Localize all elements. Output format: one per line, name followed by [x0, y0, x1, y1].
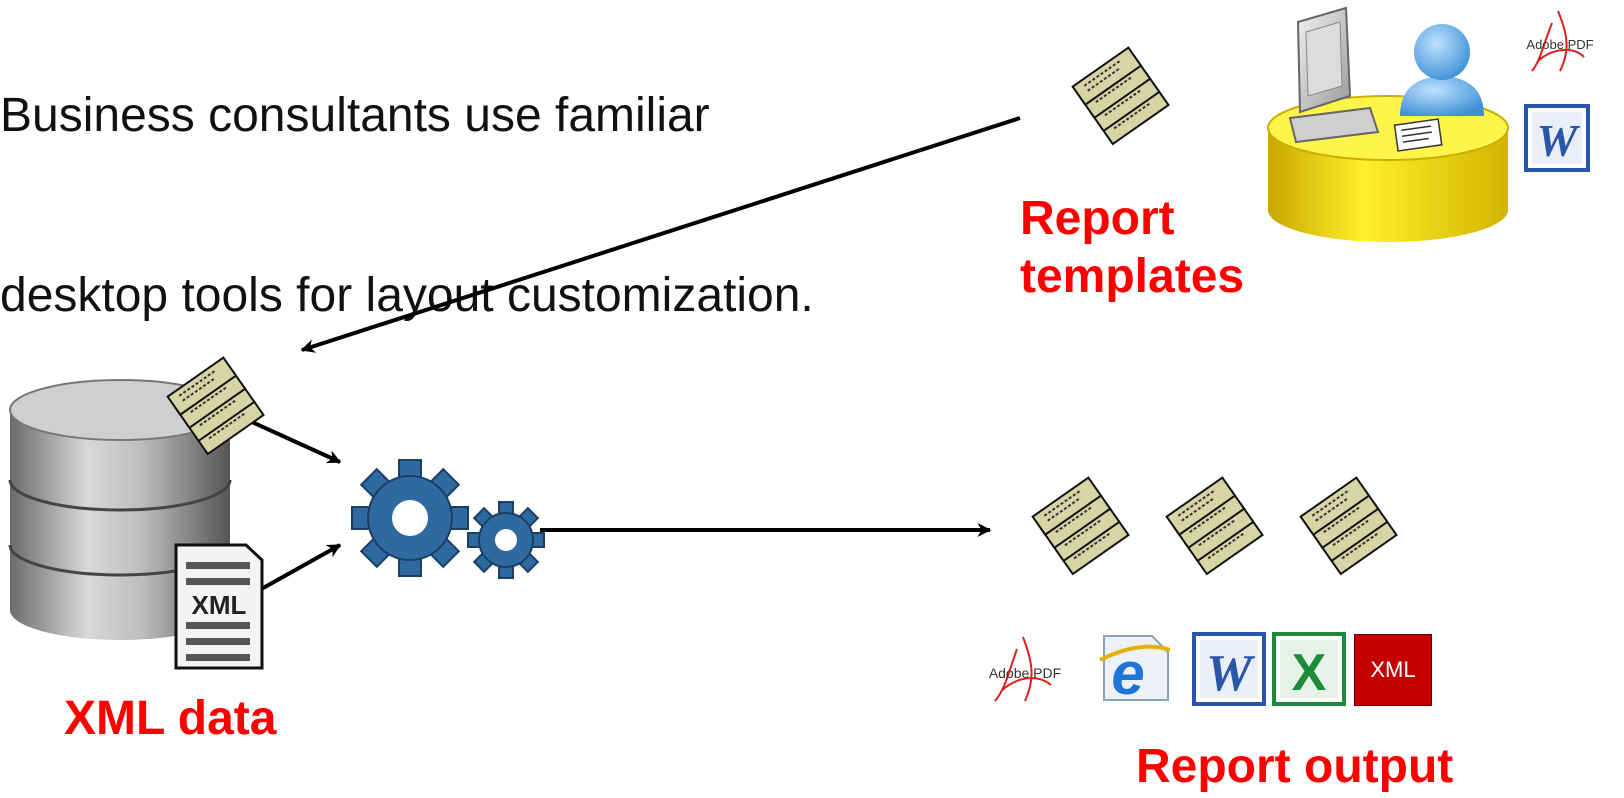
xml-output-badge-text: XML [1370, 657, 1416, 682]
gears-icon [351, 459, 545, 579]
word-output-letter: W [1206, 645, 1256, 702]
adobe-pdf-top-text: Adobe PDF [1526, 37, 1593, 52]
arrow-templates-to-data [300, 116, 1021, 353]
report-output-stack-2-icon [1165, 476, 1264, 575]
report-output-label: Report output [1136, 740, 1454, 793]
adobe-pdf-output-text: Adobe PDF [989, 665, 1061, 681]
consultant-desk-icon [1267, 6, 1509, 242]
excel-output-letter: X [1292, 644, 1327, 702]
arrow-xml-to-engine [255, 543, 342, 594]
computer-icon [1288, 6, 1380, 144]
report-templates-stack-icon [1071, 46, 1170, 145]
report-templates-label-line-2: templates [1020, 250, 1245, 303]
word-icon-top: W [1524, 104, 1590, 172]
word-icon-output: W [1192, 632, 1266, 706]
report-templates-label: Report templates [1020, 190, 1244, 306]
xml-data-label: XML data [64, 692, 277, 745]
arrow-database-to-engine [251, 420, 342, 464]
heading-line-1: Business consultants use familiar [0, 89, 710, 142]
xml-document-icon: XML [174, 543, 264, 670]
heading-line-2: desktop tools for layout customization. [0, 269, 814, 322]
internet-explorer-icon: e [1099, 635, 1171, 707]
adobe-pdf-icon-output: Adobe PDF [989, 636, 1061, 702]
person-icon [1400, 76, 1484, 116]
xml-output-badge-icon: XML [1354, 634, 1432, 706]
report-output-stack-1-icon [1031, 476, 1130, 575]
excel-icon-output: X [1272, 632, 1346, 706]
heading: Business consultants use familiar deskto… [0, 0, 814, 386]
adobe-pdf-icon-top: Adobe PDF [1526, 10, 1594, 72]
report-templates-label-line-1: Report [1020, 192, 1175, 245]
xml-document-text: XML [192, 590, 247, 620]
word-top-letter: W [1537, 115, 1581, 166]
report-output-stack-3-icon [1299, 476, 1398, 575]
